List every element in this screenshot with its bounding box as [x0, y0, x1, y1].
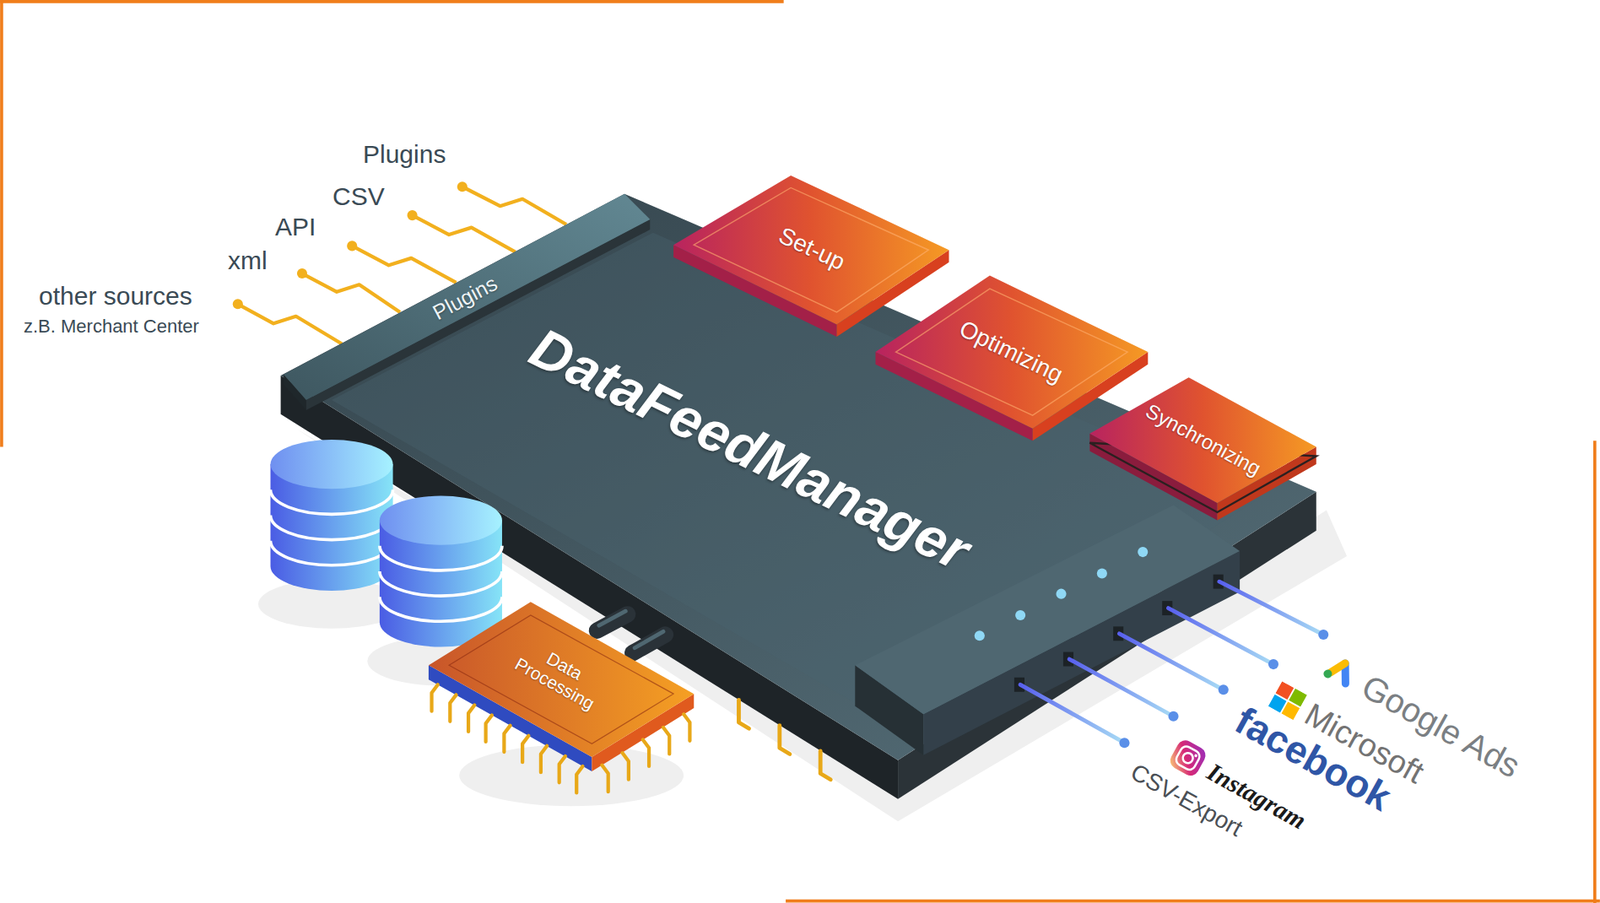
database-2-part-part [379, 545, 503, 571]
input-wires-part [351, 245, 456, 283]
output-dots-part [1167, 711, 1179, 722]
status-leds-part [1015, 610, 1026, 621]
setup-box: Set-up [769, 218, 855, 281]
processing-chip-shape-part [448, 615, 674, 744]
input-wires-part [237, 303, 342, 344]
status-leds [974, 546, 1149, 641]
database-1-part [270, 439, 394, 489]
chip-pins-part [738, 699, 749, 729]
processing-pipes-part [599, 610, 626, 626]
processing-chip-pins [432, 684, 691, 793]
input-label: other sources [38, 283, 193, 309]
instagram-logo [1166, 735, 1211, 780]
processing-chip: Data Processing [492, 624, 627, 725]
logo-ring [1180, 751, 1195, 765]
wire-dots-part [232, 298, 244, 309]
output-wires-part [1167, 608, 1274, 665]
setup-box-shape [673, 175, 949, 337]
output-wires-part [1118, 633, 1223, 690]
main-chip-node: DataFeedManager Plugins Set-upOptimizingSy… [281, 209, 1317, 800]
output-wires-part [1069, 659, 1173, 717]
setup-box-shape-part [693, 187, 929, 313]
chip-title: DataFeedManager [521, 316, 980, 582]
synchronizing-box-shape [1089, 377, 1316, 520]
processing-pipes-part [634, 631, 664, 648]
status-leds-part [1097, 567, 1108, 579]
input-label: xml [227, 248, 268, 274]
processing-chip-shape [428, 601, 694, 772]
processing-chip-pins-part [601, 713, 690, 792]
logo-dot [1194, 753, 1199, 758]
node-text: Set-up [774, 221, 849, 276]
chip-pins-part [820, 751, 831, 780]
wire-dots-part [457, 181, 468, 192]
frame-lines-part [1593, 440, 1597, 903]
output-dots-part [1268, 659, 1279, 670]
output-dots-part [1318, 629, 1329, 640]
chip-pins [738, 699, 831, 779]
output-ports [1014, 574, 1224, 692]
database-1-part [270, 489, 394, 565]
synchronizing-box: Synchronizing [1136, 394, 1271, 484]
logo-frame [1173, 744, 1202, 773]
node-text: Data Processing [497, 628, 622, 722]
optimizing-box-shape [875, 275, 1148, 441]
input-label: Plugins [362, 141, 446, 168]
processing-chip-pins-part [432, 684, 584, 793]
setup-box-shape-part [673, 175, 949, 325]
database-2 [379, 496, 503, 648]
optimizing-box: Optimizing [949, 311, 1073, 393]
database-2-part [379, 496, 503, 546]
processing-chip-shape-part [428, 601, 694, 757]
plugins-band: Plugins [423, 266, 507, 329]
frame-lines-part [785, 899, 1600, 903]
output-wires-part [1020, 684, 1125, 743]
wire-dots-part [297, 268, 308, 279]
status-leds-part [1055, 589, 1066, 600]
input-label: CSV [332, 183, 385, 210]
chip-pins-part [779, 725, 790, 755]
database-1 [270, 439, 394, 591]
wire-dots-part [407, 210, 418, 221]
database-1-part-part [270, 540, 394, 566]
node-text: Plugins [428, 270, 502, 325]
logo-square [1281, 702, 1301, 721]
database-2-part-part [379, 571, 503, 596]
output-wires-part [1219, 581, 1324, 635]
synchronizing-box-shape-part [1089, 377, 1316, 503]
optimizing-box-shape-part [875, 275, 1148, 428]
logo-square [1167, 737, 1209, 779]
output-dots-part [1118, 737, 1130, 748]
database-1-part-part [270, 515, 394, 541]
frame-lines-part [0, 0, 784, 4]
status-leds-part [1137, 546, 1148, 557]
database-1-part-part [270, 489, 394, 514]
logo-dot [1322, 668, 1335, 681]
input-wires-part [412, 215, 516, 253]
node-text: Synchronizing [1141, 399, 1265, 481]
status-leds-part [974, 630, 985, 641]
node-text: Optimizing [955, 315, 1068, 390]
input-label: z.B. Merchant Center [23, 317, 200, 336]
input-label: API [275, 214, 316, 240]
wire-dots [232, 181, 468, 309]
input-wires-part [462, 186, 567, 225]
optimizing-box-shape-part [896, 288, 1128, 416]
input-wires-part [302, 273, 400, 313]
database-2-part-part [379, 596, 503, 622]
logo-bar [1330, 659, 1346, 677]
output-dots-part [1218, 684, 1229, 695]
database-2-part [379, 545, 503, 622]
frame-lines-part [0, 0, 4, 448]
google-ads-logo [1317, 648, 1365, 693]
wire-dots-part [346, 240, 357, 251]
